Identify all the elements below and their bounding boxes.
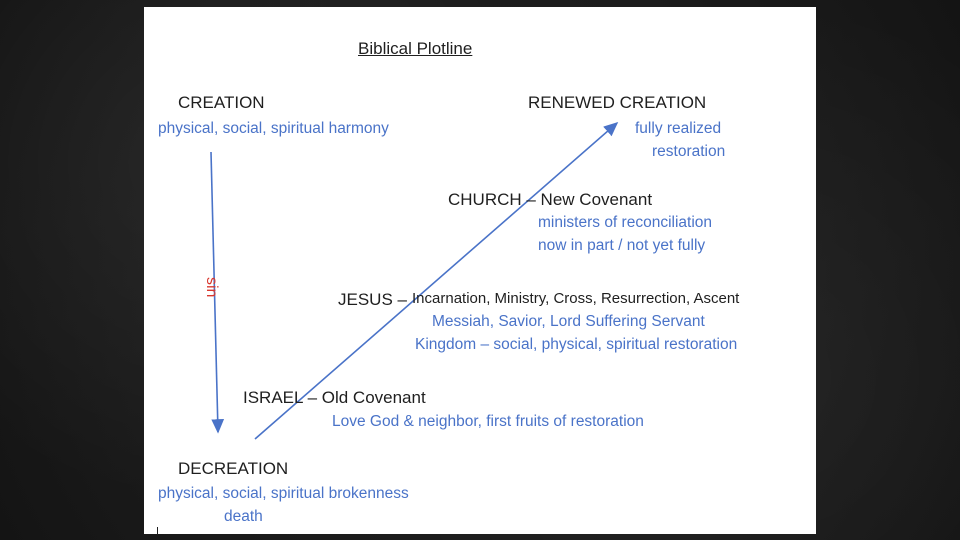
jesus-line2: Kingdom – social, physical, spiritual re… xyxy=(415,336,738,353)
creation-description: physical, social, spiritual harmony xyxy=(158,120,389,137)
slide: Biblical Plotline CREATION physical, soc… xyxy=(144,7,816,534)
sin-down-arrow xyxy=(210,151,225,434)
church-heading: CHURCH – New Covenant xyxy=(448,190,653,209)
jesus-line1: Messiah, Savior, Lord Suffering Servant xyxy=(432,313,705,330)
sin-label: sin xyxy=(203,277,220,298)
jesus-events: Incarnation, Ministry, Cross, Resurrecti… xyxy=(412,290,740,307)
redemption-up-arrow xyxy=(254,121,619,440)
church-line1: ministers of reconciliation xyxy=(538,214,713,231)
decreation-heading: DECREATION xyxy=(178,459,289,478)
diagram-title: Biblical Plotline xyxy=(358,39,473,58)
renewed-creation-heading: RENEWED CREATION xyxy=(528,93,707,112)
renewed-creation-line2: restoration xyxy=(652,143,726,160)
israel-heading: ISRAEL – Old Covenant xyxy=(243,388,426,407)
church-line2: now in part / not yet fully xyxy=(538,237,706,254)
decreation-line1: physical, social, spiritual brokenness xyxy=(158,485,409,502)
jesus-heading: JESUS – xyxy=(338,290,407,309)
israel-line1: Love God & neighbor, first fruits of res… xyxy=(332,413,644,430)
decreation-line2: death xyxy=(224,508,263,525)
arrows-layer xyxy=(210,121,619,440)
creation-heading: CREATION xyxy=(178,93,265,112)
corner-tick xyxy=(157,527,158,535)
renewed-creation-line1: fully realized xyxy=(635,120,722,137)
